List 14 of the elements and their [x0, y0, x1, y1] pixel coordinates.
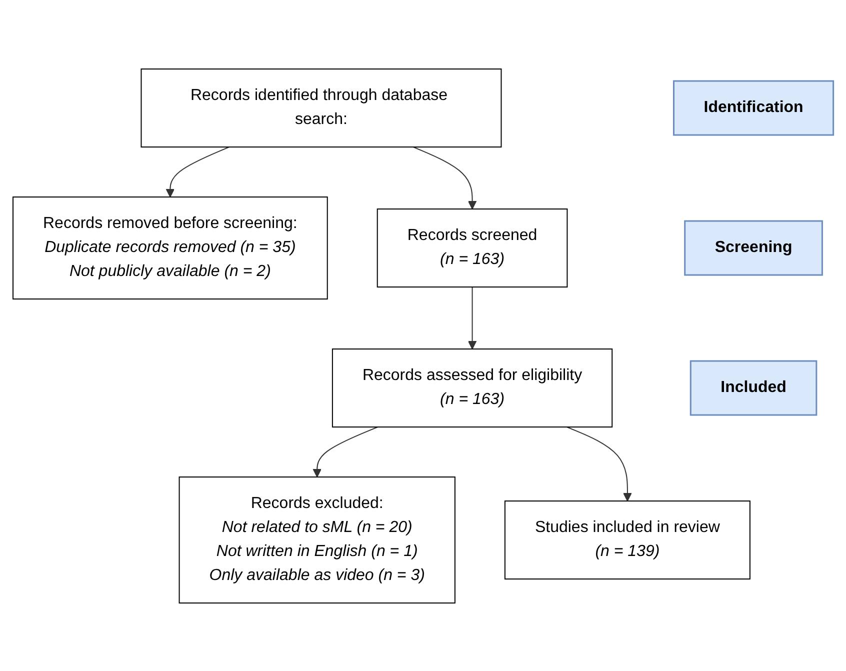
arrow	[468, 286, 477, 349]
node-box: Records excluded: Not related to sML (n = 20) Not written in English (n = 1) Only available as video (n = 3)	[178, 476, 456, 603]
arrow	[412, 146, 477, 209]
node-box: Records screened (n = 163)	[376, 208, 568, 287]
node-box: Identification	[672, 80, 834, 136]
arrow	[166, 146, 230, 197]
node-box: Records assessed for eligibility (n = 163)	[332, 348, 612, 427]
node-box: Records removed before screening: Duplicate records removed (n = 35) Not publicly available (n = 2)	[12, 196, 328, 299]
arrow	[312, 426, 378, 477]
node-box: Studies included in review (n = 139)	[504, 500, 750, 579]
node-box: Records identified through database search:	[140, 68, 502, 147]
arrow	[566, 426, 632, 501]
node-box: Screening	[684, 220, 823, 276]
node-box: Included	[690, 360, 818, 416]
